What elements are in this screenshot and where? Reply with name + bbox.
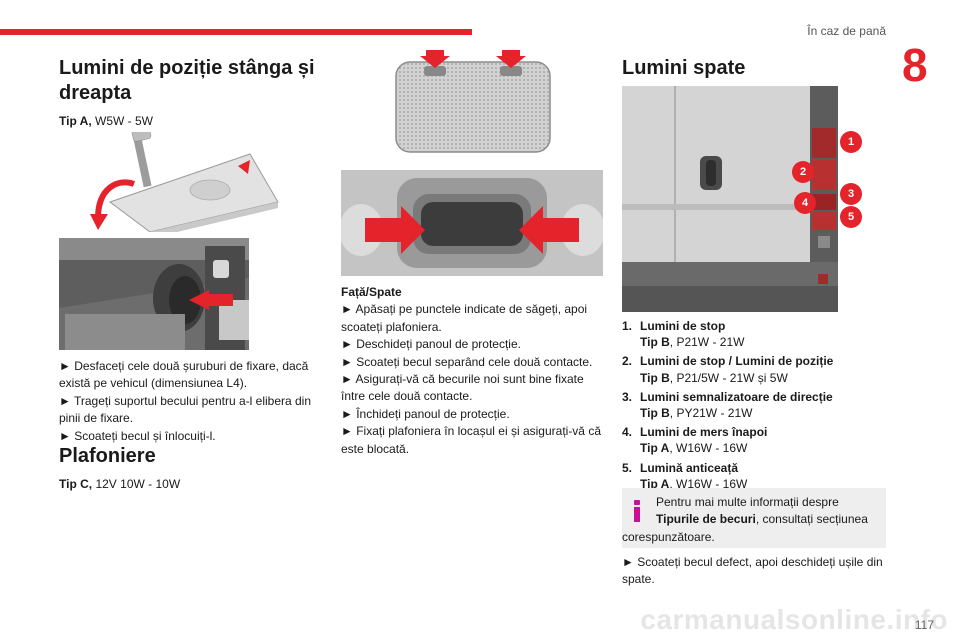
figure-ceiling-light-lens (390, 50, 558, 154)
rear-bulb-list: 1.Lumini de stop Tip B, P21W - 21W 2.Lum… (622, 318, 888, 495)
callout-2: 2 (792, 161, 814, 183)
watermark: carmanualsonline.info (640, 604, 948, 635)
col2-step: ► Asigurați-vă că becurile noi sunt bine… (341, 371, 584, 404)
heading-rear-lights: Lumini spate (622, 57, 746, 79)
col2-step: ► Deschideți panoul de protecție. (341, 337, 521, 352)
col1-steps: ► Desfaceți cele două șuruburi de fixare… (59, 358, 321, 445)
heading-ceiling-lights: Plafoniere (59, 445, 156, 467)
col1-step: ► Desfaceți cele două șuruburi de fixare… (59, 359, 309, 391)
list-item: 5.Lumină anticeață Tip A, W16W - 16W (622, 460, 748, 491)
info-text: Pentru mai multe informații despre Tipur… (622, 495, 868, 544)
page-number: 117 (914, 618, 934, 632)
callout-5: 5 (840, 206, 862, 228)
callout-1: 1 (840, 131, 862, 153)
col2-text: Față/Spate ► Apăsați pe punctele indicat… (341, 284, 603, 458)
col1-step: ► Trageți suportul becului pentru a-l el… (59, 393, 312, 426)
list-item: 4.Lumini de mers înapoi Tip A, W16W - 16… (622, 425, 768, 456)
callout-4: 4 (794, 192, 816, 214)
heading-side-lights: Lumini de poziție stânga și dreapta (59, 57, 315, 104)
spec-ceiling-lights: Tip C, 12V 10W - 10W (59, 477, 181, 491)
chapter-number: 8 (902, 39, 928, 91)
list-item: 1.Lumini de stop Tip B, P21W - 21W (622, 319, 745, 350)
figure-ceiling-light-clips (341, 170, 603, 276)
column-rear-lights: Lumini spate (622, 56, 888, 81)
col1-step: ► Scoateți becul și înlocuiți-l. (59, 428, 216, 443)
col2-step: ► Închideți panoul de protecție. (341, 406, 510, 421)
final-step: ► Scoateți becul defect, apoi deschideți… (622, 555, 883, 587)
list-item: 3.Lumini semnalizatoare de direcție Tip … (622, 389, 833, 420)
section-ceiling-lights: Plafoniere Tip C, 12V 10W - 10W (59, 444, 321, 491)
callout-3: 3 (840, 183, 862, 205)
info-icon (632, 500, 642, 522)
section-title: În caz de pană (807, 24, 886, 38)
list-item: 2.Lumini de stop / Lumini de poziție Tip… (622, 354, 834, 385)
header-accent-bar (0, 29, 472, 35)
col2-step: ► Fixați plafoniera în locașul ei și asi… (341, 424, 601, 456)
info-box: Pentru mai multe informații despre Tipur… (622, 488, 886, 548)
column-side-lights: Lumini de poziție stânga și dreapta Tip … (59, 56, 321, 128)
spec-side-lights: Tip A, W5W - 5W (59, 114, 153, 128)
figure-side-light-lens (90, 132, 280, 232)
ceiling-light-subtitle: Față/Spate (341, 285, 402, 299)
figure-side-light-holder (59, 238, 249, 350)
col2-step: ► Scoateți becul separând cele două cont… (341, 354, 593, 369)
col2-step: ► Apăsați pe punctele indicate de săgeți… (341, 302, 588, 334)
